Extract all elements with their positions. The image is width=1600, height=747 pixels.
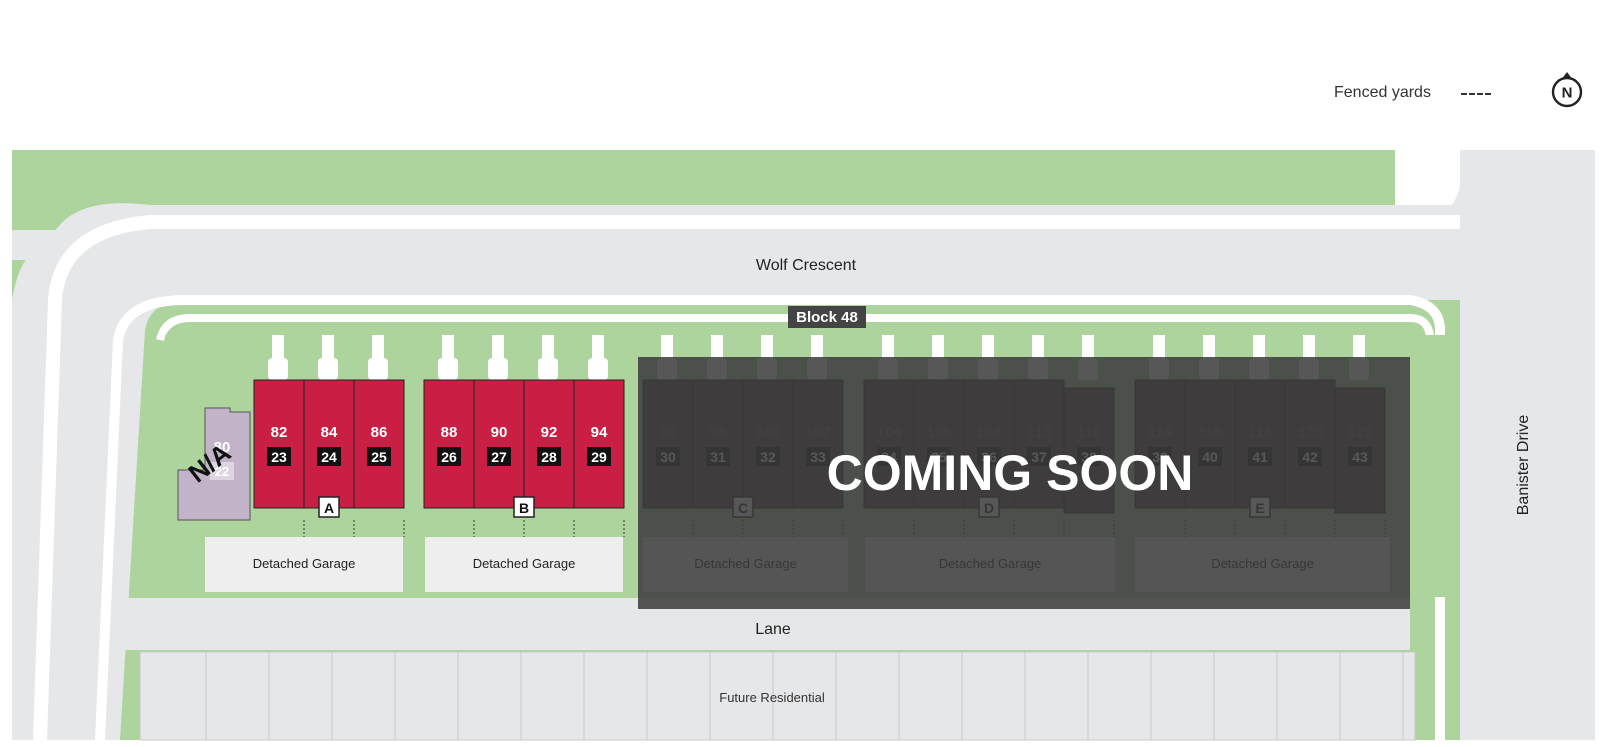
future-residential-area bbox=[139, 651, 1416, 741]
unit-address: 94 bbox=[591, 424, 608, 441]
lot-badge bbox=[587, 447, 611, 466]
street-label-lane: Lane bbox=[755, 621, 791, 638]
street-label-banister-drive: Banister Drive bbox=[1515, 415, 1532, 516]
street-label-wolf-crescent: Wolf Crescent bbox=[756, 257, 857, 274]
lot-badge bbox=[267, 447, 291, 466]
unit-address: 92 bbox=[541, 424, 558, 441]
unit-lot: 29 bbox=[591, 449, 607, 465]
unit-address: 90 bbox=[491, 424, 508, 441]
legend: Fenced yards bbox=[1334, 84, 1491, 102]
unit-address: 84 bbox=[321, 424, 338, 441]
unit-lot: 25 bbox=[371, 449, 387, 465]
lot-badge bbox=[317, 447, 341, 466]
detached-garage-label: Detached Garage bbox=[253, 556, 356, 571]
unit-82[interactable]: 82 23 bbox=[253, 379, 305, 509]
banister-drive-road bbox=[1460, 150, 1595, 740]
block-48-badge bbox=[788, 306, 866, 328]
detached-garage-label: Detached Garage bbox=[473, 556, 576, 571]
unit-86[interactable]: 86 25 bbox=[353, 379, 405, 509]
unit-address: 82 bbox=[271, 424, 288, 441]
unit-lot: 26 bbox=[441, 449, 457, 465]
block-48-label: Block 48 bbox=[796, 309, 858, 326]
na-unit bbox=[177, 407, 251, 521]
compass-label: N bbox=[1562, 85, 1573, 102]
unit-lot: 27 bbox=[491, 449, 507, 465]
unit-lot: 24 bbox=[321, 449, 337, 465]
unit-90[interactable]: 90 27 bbox=[473, 379, 525, 509]
north-compass-icon: N bbox=[1551, 72, 1583, 108]
na-unit-lot: 22 bbox=[215, 464, 229, 479]
lot-badge bbox=[537, 447, 561, 466]
unit-lot: 28 bbox=[541, 449, 557, 465]
unit-lot: 23 bbox=[271, 449, 287, 465]
unit-88[interactable]: 88 26 bbox=[423, 379, 475, 509]
wolf-crescent-road bbox=[12, 203, 1460, 740]
coming-soon-label: COMING SOON bbox=[827, 445, 1194, 501]
svg-text:A: A bbox=[324, 500, 334, 516]
lot-badge bbox=[367, 447, 391, 466]
detached-garage bbox=[205, 537, 403, 592]
unit-94[interactable]: 94 29 bbox=[573, 379, 625, 509]
fenced-yards-dash-icon bbox=[1460, 93, 1491, 95]
svg-text:B: B bbox=[519, 500, 529, 516]
na-unit-address: 80 bbox=[214, 439, 231, 456]
lot-badge bbox=[487, 447, 511, 466]
building-a-badge: A bbox=[318, 496, 340, 518]
unit-84[interactable]: 84 24 bbox=[303, 379, 355, 509]
detached-garage bbox=[425, 537, 623, 592]
unit-92[interactable]: 92 28 bbox=[523, 379, 575, 509]
lot-badge bbox=[437, 447, 461, 466]
legend-fenced-yards-label: Fenced yards bbox=[1334, 84, 1431, 101]
building-b-badge: B bbox=[513, 496, 535, 518]
future-residential-label: Future Residential bbox=[719, 690, 825, 705]
unit-address: 86 bbox=[371, 424, 388, 441]
unit-address: 88 bbox=[441, 424, 458, 441]
coming-soon-overlay bbox=[638, 357, 1410, 609]
